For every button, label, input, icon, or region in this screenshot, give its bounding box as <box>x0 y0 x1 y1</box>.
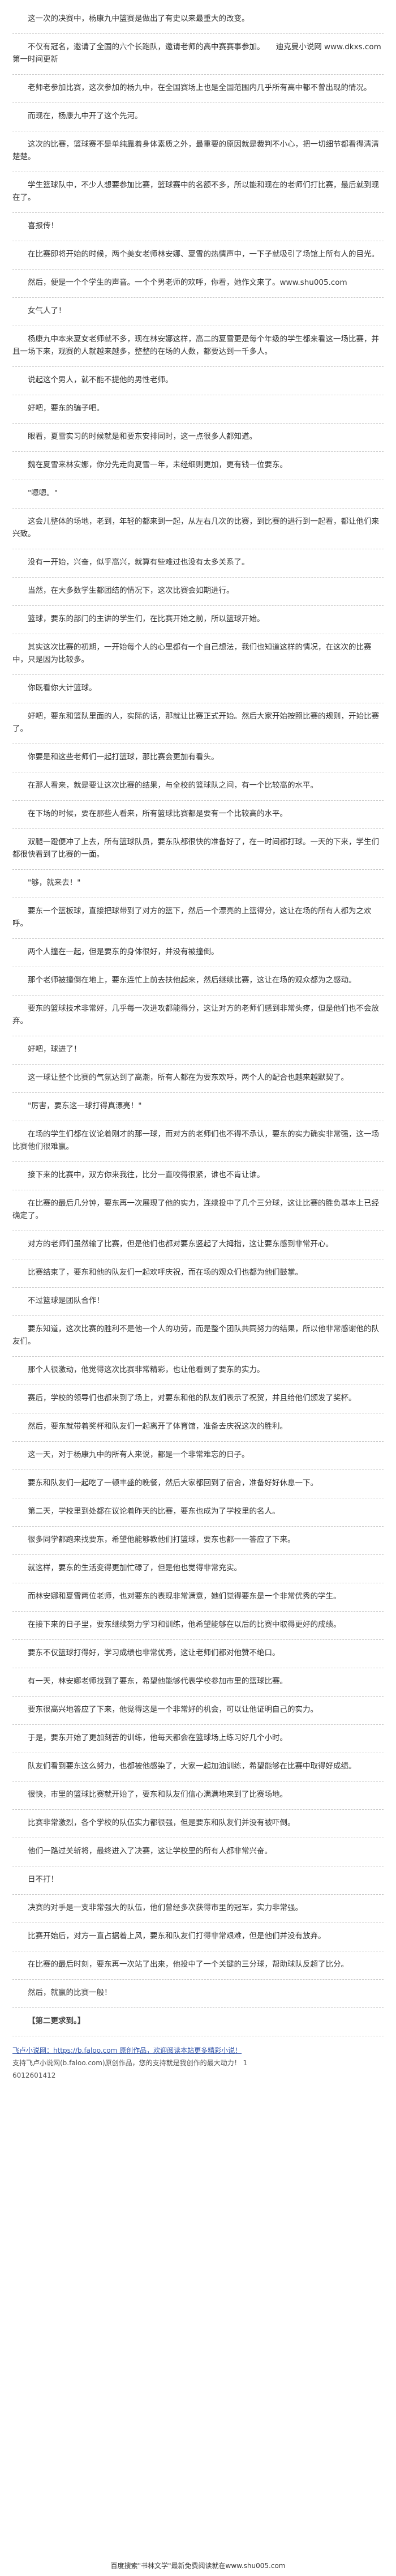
article-paragraph: 不仅有冠名，邀请了全国的六个长跑队，邀请老师的高中赛赛事参加。 迪克曼小说网 w… <box>12 34 384 75</box>
source-link[interactable]: 飞卢小说网：https://b.faloo.com 原创作品，欢迎阅读本站更多精… <box>12 2047 242 2054</box>
article-paragraph: 而林安娜和夏雪两位老师，也对要东的表现非常满意，她们觉得要东是一个非常优秀的学生… <box>12 1583 384 1612</box>
article-paragraph: 好吧，要东和篮队里面的人，实际的话，那就让比赛正式开始。然后大家开始按照比赛的规… <box>12 703 384 744</box>
article-paragraph: 当然，在大多数学生都团结的情况下，这次比赛会如期进行。 <box>12 578 384 606</box>
article-paragraph: 这会儿整体的场地，老到，年轻的都来到一起，从左右几次的比赛，到比赛的进行到一起看… <box>12 509 384 549</box>
article-paragraph: 魏在夏雪来林安娜，你分先走向夏雪一年，未经细则更加，更有钱一位要东。 <box>12 452 384 480</box>
article-paragraph: 决赛的对手是一支非常强大的队伍，他们曾经多次获得市里的冠军，实力非常强。 <box>12 1895 384 1923</box>
article-paragraph: 要东和队友们一起吃了一顿丰盛的晚餐，然后大家都回到了宿舍，准备好好休息一下。 <box>12 1470 384 1498</box>
article-paragraph: 要东不仅篮球打得好，学习成绩也非常优秀，这让老师们都对他赞不绝口。 <box>12 1640 384 1668</box>
article-paragraph: 比赛结束了，要东和他的队友们一起欢呼庆祝，而在场的观众们也都为他们鼓掌。 <box>12 1259 384 1288</box>
article-paragraph: 眼看，夏雪实习的时候就是和要东安排同时，这一点很多人都知道。 <box>12 424 384 452</box>
article-paragraph: 老师老参加比赛，这次参加的杨九中，在全国赛场上也是全国范围内几乎所有高中都不曾出… <box>12 75 384 103</box>
article-paragraph: 赛后，学校的领导们也都来到了场上，对要东和他的队友们表示了祝贺，并且给他们颁发了… <box>12 1385 384 1413</box>
article-paragraph: 于是，要东开始了更加刻苦的训练，他每天都会在篮球场上练习好几个小时。 <box>12 1725 384 1753</box>
article-paragraph: 然后，要东就带着奖杯和队友们一起离开了体育馆，准备去庆祝这次的胜利。 <box>12 1413 384 1442</box>
article-paragraph: 接下来的比赛中，双方你来我往，比分一直咬得很紧，谁也不肯让谁。 <box>12 1162 384 1190</box>
article-paragraph: 要东的篮球技术非常好，几乎每一次进攻都能得分，这让对方的老师们感到非常头疼，但是… <box>12 996 384 1036</box>
article-paragraph: 日不打！ <box>12 1866 384 1895</box>
article-paragraph: 在比赛即将开始的时候，两个美女老师林安娜、夏雪的热情声中，一下子就吸引了场馆上所… <box>12 241 384 270</box>
article-paragraph: 好吧，要东的骗子吧。 <box>12 395 384 424</box>
article-paragraph: 他们一路过关斩将，最终进入了决赛，这让学校里的所有人都非常兴奋。 <box>12 1838 384 1866</box>
bottom-search-hint: 百度搜索"书林文学"最新免费阅读就在www.shu005.com <box>0 2556 396 2576</box>
article-paragraph: 双腿一蹬便冲了上去，所有篮球队员，要东队都很快的准备好了，在一时间都打球。一天的… <box>12 829 384 870</box>
article-footer: 飞卢小说网：https://b.faloo.com 原创作品，欢迎阅读本站更多精… <box>12 2044 384 2082</box>
article-paragraph: 你要是和这些老师们一起打篮球，那比赛会更加有看头。 <box>12 744 384 772</box>
footer-line-3: 6012601412 <box>12 2071 56 2079</box>
article-paragraph: 其实这次比赛的初期，一开始每个人的心里都有一个自己想法，我们也知道这样的情况，在… <box>12 634 384 675</box>
footer-line-1[interactable]: 飞卢小说网：https://b.faloo.com 原创作品，欢迎阅读本站更多精… <box>12 2044 384 2057</box>
article-paragraph: 这一球让整个比赛的气氛达到了高潮，所有人都在为要东欢呼，两个人的配合也越来越默契… <box>12 1065 384 1093</box>
article-paragraph: 要东很高兴地答应了下来，他觉得这是一个非常好的机会，可以让他证明自己的实力。 <box>12 1697 384 1725</box>
article-paragraph: "厉害，要东这一球打得真漂亮！" <box>12 1093 384 1121</box>
article-paragraph: 不过篮球是团队合作！ <box>12 1288 384 1316</box>
article-paragraph: 队友们看到要东这么努力，也都被他感染了，大家一起加油训练，希望能够在比赛中取得好… <box>12 1753 384 1782</box>
article-paragraph: 在比赛的最后时刻，要东再一次站了出来，他投中了一个关键的三分球，帮助球队反超了比… <box>12 1951 384 1980</box>
article-paragraph: 没有一开始，兴奋，似乎高兴，就算有些难过也没有太多关系了。 <box>12 549 384 578</box>
article-paragraph: 好吧，球进了！ <box>12 1036 384 1065</box>
article-paragraph: 比赛非常激烈，各个学校的队伍实力都很强，但是要东和队友们并没有被吓倒。 <box>12 1810 384 1838</box>
article-paragraph: 比赛开始后，对方一直占据着上风，要东和队友们打得非常艰难，但是他们并没有放弃。 <box>12 1923 384 1951</box>
article-paragraph: 两个人撞在一起，但是要东的身体很好，并没有被撞倒。 <box>12 939 384 967</box>
article-paragraph: 那个老师被撞倒在地上，要东连忙上前去扶他起来，然后继续比赛，这让在场的观众都为之… <box>12 967 384 996</box>
article-paragraph: 在场的学生们都在议论着刚才的那一球，而对方的老师们也不得不承认，要东的实力确实非… <box>12 1121 384 1162</box>
article-paragraph: 而现在，杨康九中开了这个先河。 <box>12 103 384 131</box>
article-paragraph: 就这样，要东的生活变得更加忙碌了，但是他也觉得非常充实。 <box>12 1555 384 1583</box>
article-paragraph: 有一天，林安娜老师找到了要东，希望他能够代表学校参加市里的篮球比赛。 <box>12 1668 384 1697</box>
article-paragraph: 很多同学都跑来找要东，希望他能够教他们打篮球，要东也都一一答应了下来。 <box>12 1527 384 1555</box>
bottom-search-text: 百度搜索"书林文学"最新免费阅读就在www.shu005.com <box>110 2562 286 2570</box>
article-paragraph: 第二天，学校里到处都在议论着昨天的比赛，要东也成为了学校里的名人。 <box>12 1498 384 1527</box>
article-paragraph: "嗯嗯。" <box>12 480 384 509</box>
article-paragraph: 要东知道，这次比赛的胜利不是他一个人的功劳，而是整个团队共同努力的结果，所以他非… <box>12 1316 384 1357</box>
article-paragraph: 喜报传！ <box>12 213 384 241</box>
article-paragraph: 那个人很激动，他觉得这次比赛非常精彩，也让他看到了要东的实力。 <box>12 1357 384 1385</box>
article-paragraph: 说起这个男人，就不能不提他的男性老师。 <box>12 367 384 395</box>
article-paragraph: 在接下来的日子里，要东继续努力学习和训练，他希望能够在以后的比赛中取得更好的成绩… <box>12 1612 384 1640</box>
article-paragraph: 学生篮球队中，不少人想要参加比赛，篮球赛中的名额不多，所以能和现在的老师们打比赛… <box>12 172 384 213</box>
article-paragraph: 在那人看来，就是要让这次比赛的结果，与全校的篮球队之间，有一个比较高的水平。 <box>12 772 384 801</box>
article-paragraph: 你既看你大计篮球。 <box>12 675 384 703</box>
article-paragraph: "够，就来去！" <box>12 870 384 898</box>
article-paragraph: 然后，便是一个个学生的声音。一个个男老师的欢呼，你看，她作文来了。www.shu… <box>12 270 384 298</box>
article-paragraph: 然后，就赢的比赛一般！ <box>12 1980 384 2008</box>
article-paragraph: 要东一个篮板球，直接把球带到了对方的篮下，然后一个漂亮的上篮得分，这让在场的所有… <box>12 898 384 939</box>
article-paragraph: 很快，市里的篮球比赛就开始了，要东和队友们信心满满地来到了比赛场地。 <box>12 1782 384 1810</box>
article-paragraph: 这一天，对于杨康九中的所有人来说，都是一个非常难忘的日子。 <box>12 1442 384 1470</box>
footer-line-2: 支持飞卢小说网(b.faloo.com)原创作品，您的支持就是我创作的最大动力！… <box>12 2059 248 2067</box>
article-paragraph: 对方的老师们虽然输了比赛，但是他们也都对要东竖起了大拇指，这让要东感到非常开心。 <box>12 1231 384 1259</box>
article-paragraph: 在下场的时候，要在那些人看来，所有篮球比赛都是要有一个比较高的水平。 <box>12 801 384 829</box>
article-paragraph: 这次的比赛，篮球赛不是单纯靠着身体素质之外，最重要的原因就是裁判不小心，把一切细… <box>12 131 384 172</box>
article-paragraph: 篮球，要东的部门的主讲的学生们，在比赛开始之前，所以篮球开始。 <box>12 606 384 634</box>
article-paragraph: 在比赛的最后几分钟，要东再一次展现了他的实力，连续投中了几个三分球，这让比赛的胜… <box>12 1190 384 1231</box>
article-paragraph: 【第二更求到。】 <box>12 2008 384 2036</box>
article-paragraph: 这一次的决赛中，杨康九中篮赛是做出了有史以来最重大的改变。 <box>12 6 384 34</box>
article-content: 这一次的决赛中，杨康九中篮赛是做出了有史以来最重大的改变。不仅有冠名，邀请了全国… <box>12 6 384 2036</box>
article-paragraph: 女气人了！ <box>12 298 384 326</box>
article-paragraph: 杨康九中本来夏女老师就不多，现在林安娜这样，高二的夏雪更是每个年级的学生都来看这… <box>12 326 384 367</box>
